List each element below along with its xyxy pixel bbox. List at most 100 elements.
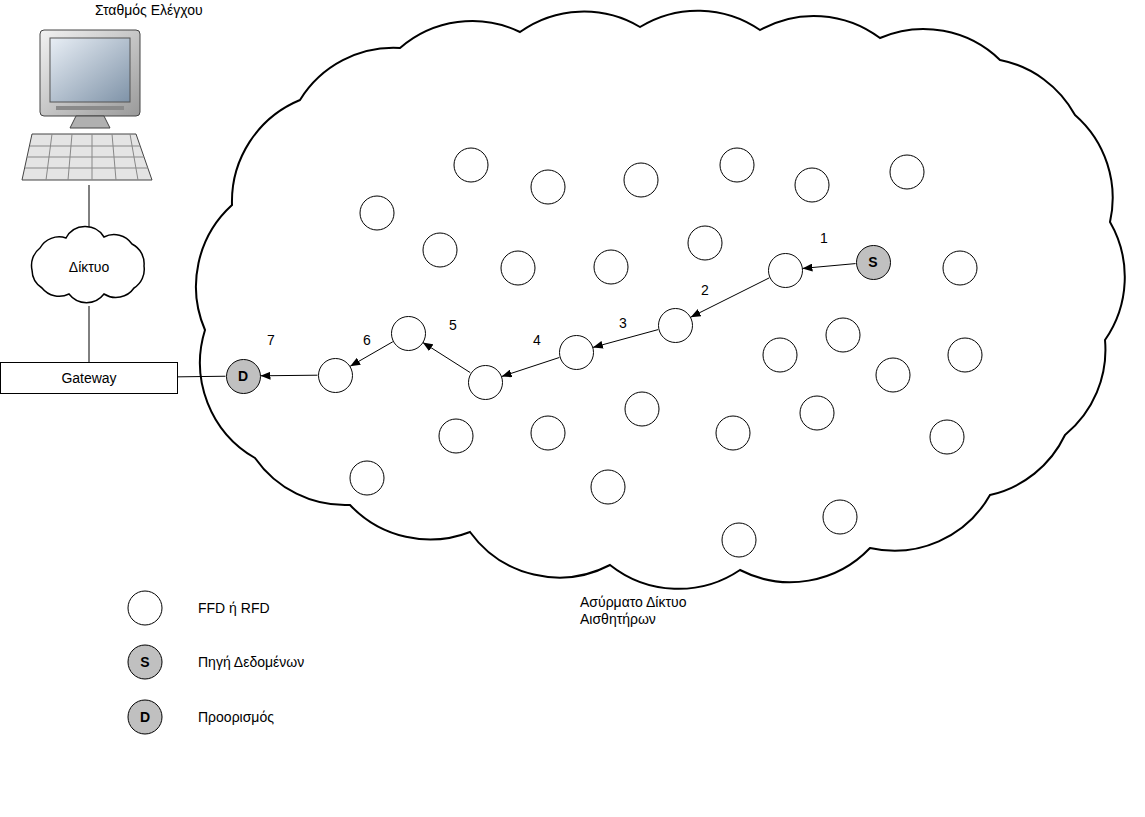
- cloud-outline: [32, 227, 145, 303]
- sensor-node: [768, 253, 803, 288]
- destination-node: D: [226, 359, 261, 394]
- link-line: [89, 306, 90, 362]
- legend-row: FFD ή RFD: [198, 600, 270, 617]
- sensor-node: [318, 358, 353, 393]
- node-circle: [559, 335, 593, 369]
- legend-sample-letter: D: [140, 709, 150, 726]
- node-outline: [768, 253, 803, 288]
- sensor-node: [591, 470, 625, 504]
- text-holder: Gateway: [1, 363, 177, 393]
- sensor-node: [423, 233, 457, 267]
- hop-arrow: [502, 357, 560, 376]
- node-label: Δίκτυο: [69, 259, 109, 276]
- text-holder: [559, 335, 594, 370]
- node-outline: [468, 365, 503, 400]
- text-holder: [768, 253, 803, 288]
- network-caption: Ασύρματο Δίκτυο Αισθητήρων: [580, 594, 710, 628]
- sensor-node: [930, 420, 964, 454]
- node-letter: S: [868, 254, 877, 271]
- sensor-node: [826, 318, 860, 352]
- node-label: Gateway: [61, 370, 116, 387]
- sensor-node: [439, 419, 473, 453]
- legend-sample: [128, 645, 162, 679]
- control-station: Σταθμός Ελέγχου: [19, 28, 159, 185]
- sensor-node: [360, 196, 394, 230]
- hop-number: 1: [819, 230, 829, 247]
- node-circle: [391, 316, 425, 350]
- sensor-node: [454, 148, 488, 182]
- sensor-node: [876, 358, 910, 392]
- sensor-node: [625, 392, 659, 426]
- sensor-node: [763, 338, 797, 372]
- sensor-node: [722, 523, 756, 557]
- sensor-node: [795, 168, 829, 202]
- link-line: [89, 185, 90, 228]
- sensor-node: [501, 251, 535, 285]
- sensor-node: [531, 170, 565, 204]
- hop-arrow: [691, 278, 770, 317]
- legend-label: FFD ή RFD: [198, 600, 270, 617]
- node-circle: [658, 308, 692, 342]
- wireless-network-cloud: [196, 11, 1125, 589]
- sensor-node: [531, 416, 565, 450]
- text-holder: D: [226, 359, 261, 394]
- hop-arrow: [423, 342, 470, 372]
- legend-label: Πηγή Δεδομένων: [198, 654, 304, 671]
- legend-samples: [128, 591, 162, 734]
- text-holder: [318, 358, 353, 393]
- sensor-node: [716, 416, 750, 450]
- sensor-node: [350, 461, 384, 495]
- text-holder: [658, 308, 693, 343]
- gateway-box: Gateway: [0, 362, 178, 394]
- hop-number: 7: [266, 332, 276, 349]
- node-circle: [856, 245, 890, 279]
- text-holder: Δίκτυο: [24, 228, 154, 306]
- sensor-node: [948, 338, 982, 372]
- sensor-node: [391, 316, 426, 351]
- sensor-node: [559, 335, 594, 370]
- node-circle: [226, 359, 260, 393]
- hop-number: 5: [448, 317, 458, 334]
- legend-sample-letter: S: [140, 654, 149, 671]
- node-outline: [658, 308, 693, 343]
- link-line: [178, 376, 226, 378]
- hop-arrow: [802, 264, 855, 269]
- text-holder: S: [856, 245, 891, 280]
- legend-label: Προορισμός: [198, 709, 274, 726]
- sensor-node: [720, 148, 754, 182]
- hop-number: 2: [700, 282, 710, 299]
- legend-sample: [128, 591, 162, 625]
- node-circle: [318, 358, 352, 392]
- sensor-node: [890, 155, 924, 189]
- text-holder: [468, 365, 503, 400]
- sensor-node: [658, 308, 693, 343]
- sensor-node: [943, 251, 977, 285]
- computer-icon: [22, 30, 152, 180]
- sensor-node: [468, 365, 503, 400]
- hop-arrow: [593, 330, 658, 348]
- sensor-nodes: [350, 148, 982, 557]
- text-holder: [391, 316, 426, 351]
- node-outline: [559, 335, 594, 370]
- node-outline: [318, 358, 353, 393]
- legend-row: Πηγή Δεδομένων: [198, 654, 304, 671]
- sensor-node: [800, 396, 834, 430]
- legend-row: Προορισμός: [198, 709, 274, 726]
- node-letter: D: [238, 368, 248, 385]
- network-cloud: Δίκτυο: [24, 228, 154, 306]
- sensor-node: [624, 163, 658, 197]
- hop-number: 6: [362, 332, 372, 349]
- hop-number: 3: [618, 315, 628, 332]
- node-label: Σταθμός Ελέγχου: [95, 2, 203, 19]
- source-node: S: [856, 245, 891, 280]
- hop-number: 4: [532, 332, 542, 349]
- sensor-node: [594, 250, 628, 284]
- node-outline: [391, 316, 426, 351]
- sensor-node: [823, 500, 857, 534]
- sensor-node: [688, 226, 722, 260]
- text-holder: Σταθμός Ελέγχου: [95, 2, 203, 19]
- node-circle: [468, 365, 502, 399]
